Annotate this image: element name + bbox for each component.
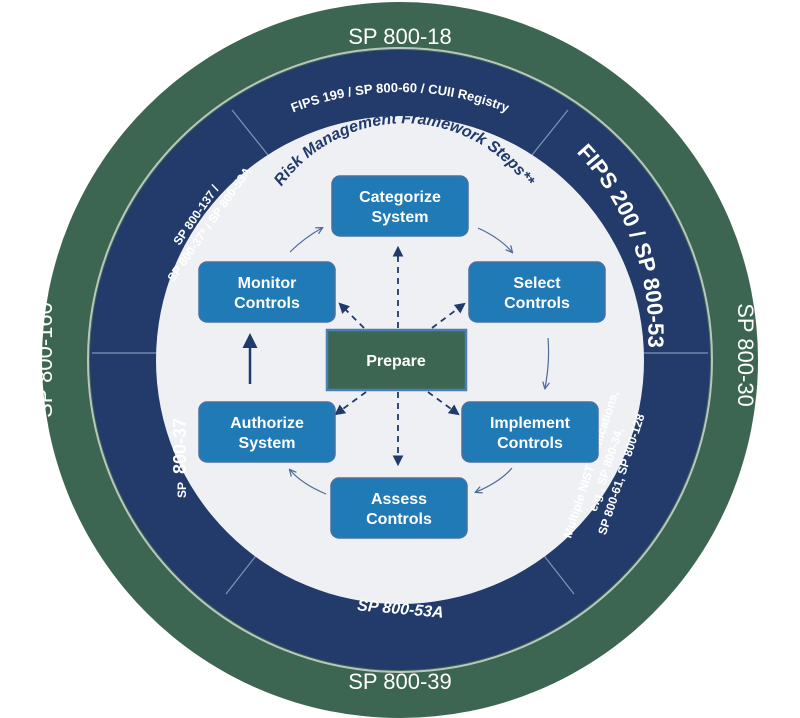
ring-label-lower-left-number: 800-37 bbox=[170, 418, 190, 474]
step-monitor-line1: Monitor bbox=[238, 275, 297, 292]
dash-arrow-upper-left bbox=[338, 302, 365, 329]
step-prepare-label: Prepare bbox=[366, 353, 426, 370]
step-monitor-controls[interactable]: Monitor Controls bbox=[198, 261, 336, 323]
step-categorize-system[interactable]: Categorize System bbox=[331, 175, 469, 237]
step-select-controls[interactable]: Select Controls bbox=[468, 261, 606, 323]
step-implement-line2: Controls bbox=[497, 435, 563, 452]
step-authorize-system[interactable]: Authorize System bbox=[198, 401, 336, 463]
step-authorize-line1: Authorize bbox=[230, 415, 304, 432]
step-implement-controls[interactable]: Implement Controls bbox=[461, 401, 599, 463]
ring-label-lower-left-prefix: SP bbox=[175, 482, 189, 498]
step-categorize-line1: Categorize bbox=[359, 189, 441, 206]
outer-label-right: SP 800-30 bbox=[733, 303, 758, 407]
cycle-arrows bbox=[289, 227, 549, 495]
outer-label-left: SP 800-160 bbox=[32, 302, 57, 418]
step-monitor-line2: Controls bbox=[234, 295, 300, 312]
prepare-arrows bbox=[334, 245, 466, 467]
outer-ring-separator bbox=[87, 47, 713, 673]
step-assess-line1: Assess bbox=[371, 491, 427, 508]
step-prepare[interactable]: Prepare bbox=[325, 328, 468, 392]
step-authorize-line2: System bbox=[239, 435, 296, 452]
arrow-assess-to-authorize bbox=[290, 470, 327, 495]
outer-label-bottom: SP 800-39 bbox=[348, 669, 452, 694]
step-categorize-line2: System bbox=[372, 209, 429, 226]
step-assess-controls[interactable]: Assess Controls bbox=[330, 477, 468, 539]
arrow-select-to-implement bbox=[545, 337, 549, 388]
ring-label-lower-left: SP 800-37 bbox=[170, 418, 190, 498]
svg-text:SP 800-37: SP 800-37 bbox=[170, 418, 190, 498]
dash-arrow-upper-right bbox=[431, 302, 466, 329]
step-assess-line2: Controls bbox=[366, 511, 432, 528]
step-implement-line1: Implement bbox=[490, 415, 571, 432]
arrow-categorize-to-select bbox=[477, 227, 512, 252]
outer-label-top: SP 800-18 bbox=[348, 24, 452, 49]
arrow-monitor-to-categorize bbox=[289, 228, 322, 253]
step-select-line1: Select bbox=[513, 275, 561, 292]
step-select-line2: Controls bbox=[504, 295, 570, 312]
arrow-implement-to-assess bbox=[476, 467, 513, 492]
